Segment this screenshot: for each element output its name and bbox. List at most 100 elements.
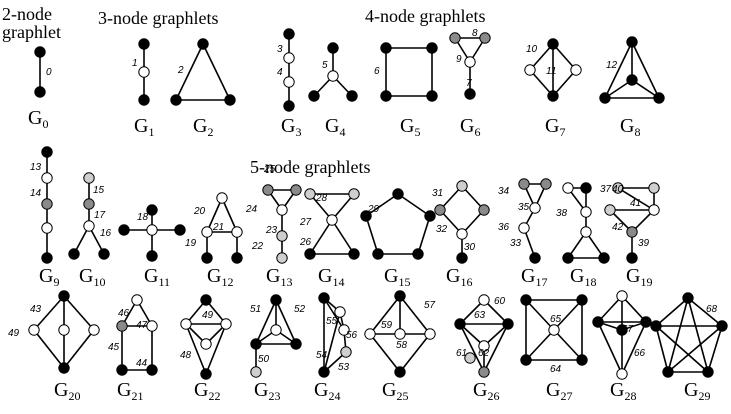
orbit-label: 24 (245, 204, 258, 215)
node-black (200, 368, 212, 380)
node-black (116, 364, 128, 376)
edge (483, 323, 509, 373)
header-2-node-line1: 2-node (2, 4, 52, 24)
graphlet-name: G21 (117, 379, 143, 403)
edge (63, 329, 95, 369)
edge (525, 299, 555, 331)
node-black (580, 182, 592, 194)
orbit-label: 68 (706, 304, 718, 315)
orbit-label: 58 (396, 340, 408, 351)
orbit-label: 14 (30, 188, 42, 199)
header-5-node: 5-node graphlets (250, 157, 370, 177)
graphlet-name: G18 (570, 265, 596, 289)
node-black (702, 366, 714, 378)
orbit-label: 35 (518, 202, 530, 213)
node-gray (478, 366, 490, 378)
graphlet-name-subscript: 16 (460, 275, 472, 289)
node-black (231, 252, 243, 264)
edge (33, 295, 65, 331)
orbit-label: 21 (212, 222, 224, 233)
edge (655, 325, 669, 373)
edge (621, 295, 647, 323)
orbit-label: 42 (612, 222, 624, 233)
node-gray (116, 320, 128, 332)
node-white (83, 220, 95, 232)
node-black (138, 38, 150, 50)
edge (206, 197, 223, 233)
orbit-label: 4 (277, 67, 283, 78)
node-white (201, 226, 213, 238)
graphlet-name: G8 (620, 115, 640, 139)
graphlet-name-subscript: 28 (624, 389, 636, 403)
orbit-label: 17 (94, 210, 106, 221)
node-black (682, 292, 694, 304)
node-black (146, 250, 158, 262)
graphlet-name-letter: G (39, 265, 53, 287)
node-black (348, 248, 360, 260)
node-black (201, 252, 213, 264)
graphlet-name-subscript: 5 (414, 125, 420, 139)
node-black (250, 338, 262, 350)
orbit-label: 29 (367, 204, 380, 215)
orbit-label: 23 (265, 225, 278, 236)
orbit-label: 8 (472, 28, 478, 39)
edge (604, 41, 633, 99)
graphlet-name-subscript: 26 (487, 389, 499, 403)
node-black (394, 290, 406, 302)
node-white (648, 204, 660, 216)
graphlet-name-subscript: 21 (131, 389, 143, 403)
graphlet-name-subscript: 11 (158, 275, 170, 289)
edge (323, 311, 341, 373)
orbit-label: 49 (8, 328, 20, 339)
orbit-label: 33 (510, 238, 522, 249)
graphlet-name: G19 (626, 265, 652, 289)
node-black (456, 252, 468, 264)
node-white (88, 324, 100, 336)
graphlet-name-subscript: 18 (584, 275, 596, 289)
node-white (548, 324, 560, 336)
node-white (41, 222, 53, 234)
graphlet-name: G26 (473, 379, 499, 403)
graphlet-name-subscript: 12 (221, 275, 233, 289)
graphlet-name-subscript: 10 (93, 275, 105, 289)
graphlet-name: G27 (546, 379, 572, 403)
edge (255, 299, 277, 345)
orbit-label: 38 (556, 208, 568, 219)
node-white (138, 66, 150, 78)
node-white (41, 172, 53, 184)
orbit-label: 45 (108, 342, 120, 353)
node-gray (41, 198, 53, 210)
graphlet-name: G28 (610, 379, 636, 403)
orbit-label: 26 (299, 237, 312, 248)
graphlet-name-subscript: 6 (474, 125, 480, 139)
graphlet-name-letter: G (134, 115, 148, 137)
graphlet-name: G29 (684, 379, 710, 403)
node-gray (276, 230, 288, 242)
node-black (592, 316, 604, 328)
node-white (146, 224, 158, 236)
orbit-label: 63 (474, 310, 486, 321)
graphlet-name: G20 (54, 379, 80, 403)
node-white (216, 192, 228, 204)
graphlet-name-subscript: 17 (535, 275, 547, 289)
node-black (616, 324, 628, 336)
node-black (346, 90, 358, 102)
node-black (146, 364, 158, 376)
node-black (283, 28, 295, 40)
edge (221, 197, 238, 233)
orbit-label: 53 (338, 362, 350, 373)
node-white (456, 228, 468, 240)
node-black (41, 146, 53, 158)
edge (323, 297, 345, 331)
